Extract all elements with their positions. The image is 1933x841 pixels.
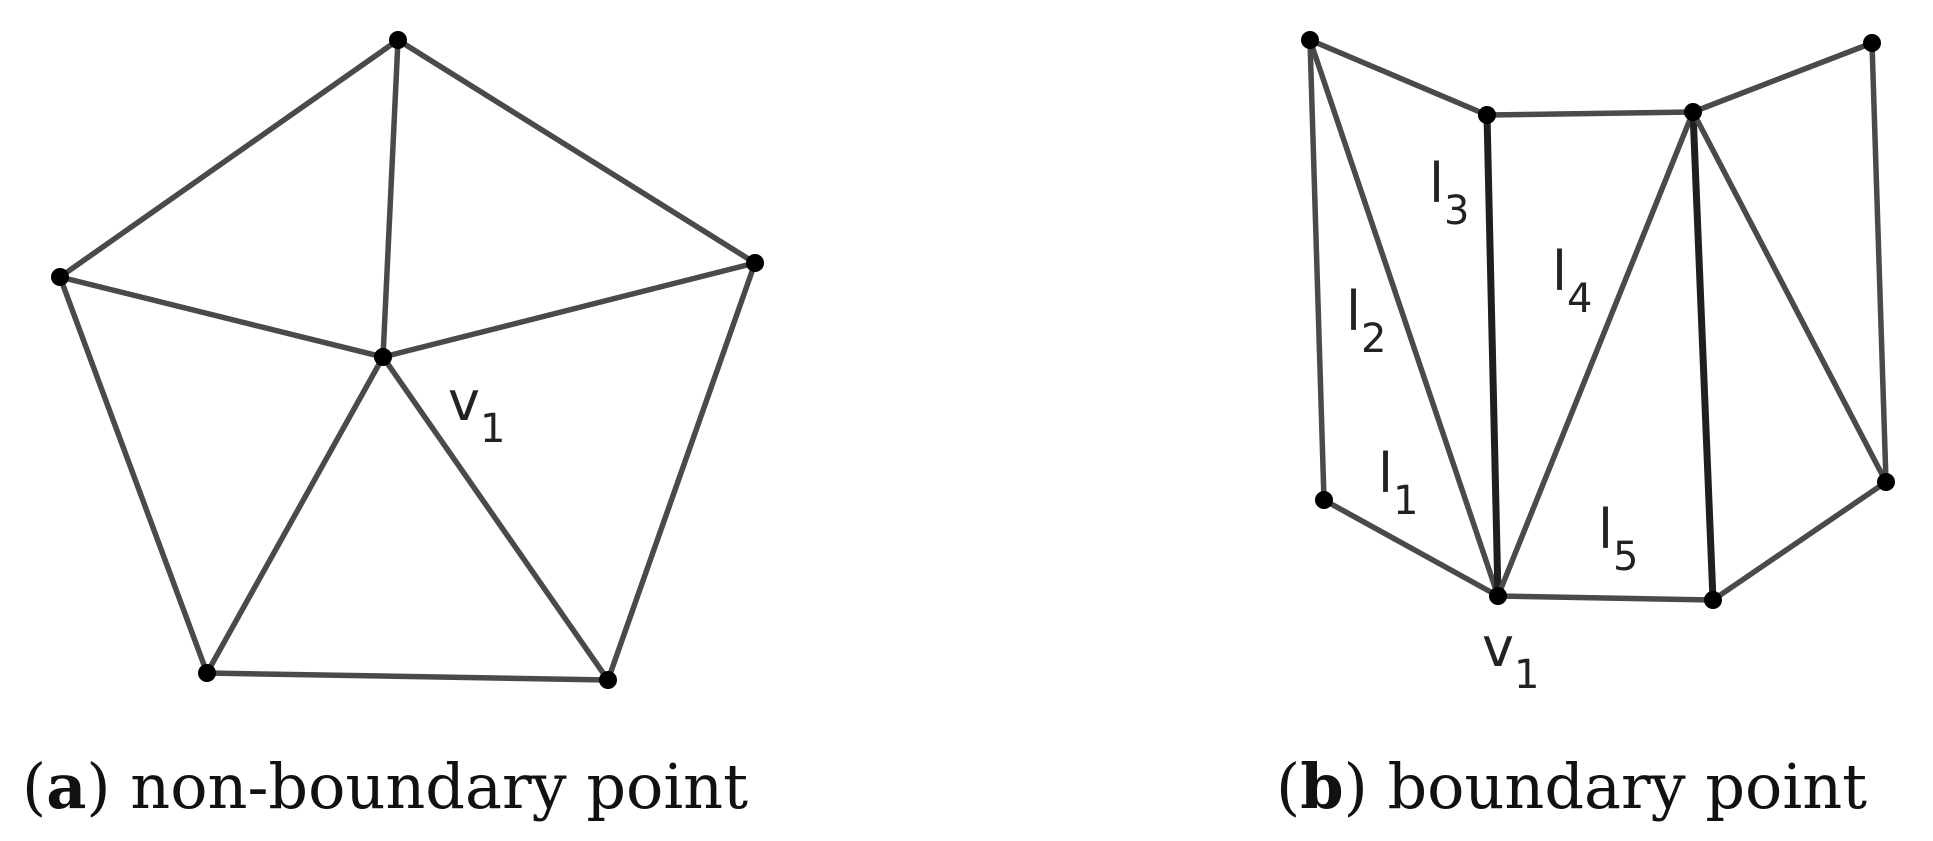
boundary-vertex <box>1489 587 1507 605</box>
vertex <box>1478 106 1496 124</box>
edge <box>1690 109 1889 485</box>
vertex <box>1704 591 1722 609</box>
edge <box>1307 37 1327 503</box>
edge <box>1484 109 1696 118</box>
edge <box>1321 497 1501 599</box>
edge <box>395 37 758 266</box>
vertex <box>389 31 407 49</box>
edge <box>1495 593 1716 603</box>
edge <box>204 354 386 676</box>
caption-b: (b) boundary point <box>1276 750 1867 823</box>
vertex <box>1315 491 1333 509</box>
edge-label-l5: l5 <box>1598 498 1638 580</box>
vertex-label-v1: v1 <box>448 370 505 452</box>
edge <box>1710 479 1889 603</box>
edge <box>57 37 401 280</box>
edge thin <box>1869 40 1889 485</box>
edge-label-l3: l3 <box>1429 152 1469 234</box>
edge-l2 <box>1307 37 1501 599</box>
panel-b-vertices <box>1301 31 1895 609</box>
edge <box>605 260 758 683</box>
edge <box>380 354 611 683</box>
center-vertex <box>374 348 392 366</box>
edge-l3 <box>1483 111 1502 600</box>
caption-a: (a) non-boundary point <box>22 750 748 823</box>
edge-label-l4: l4 <box>1552 240 1592 322</box>
edge-label-l2: l2 <box>1346 280 1386 362</box>
vertex <box>1877 473 1895 491</box>
edge <box>1690 40 1875 115</box>
panel-a: v1 (a) non-boundary point <box>22 31 764 823</box>
edge <box>57 274 210 676</box>
vertex <box>1301 31 1319 49</box>
vertex <box>1863 34 1881 52</box>
panel-b-edges <box>1307 37 1889 604</box>
panel-a-vertices <box>51 31 764 689</box>
panel-b: l1 l2 l3 l4 l5 v1 (b) boundary point <box>1276 31 1895 823</box>
edge-label-l1: l1 <box>1378 442 1418 524</box>
vertex <box>1684 103 1702 121</box>
edge <box>204 670 611 683</box>
vertex <box>599 671 617 689</box>
vertex <box>198 664 216 682</box>
vertex <box>746 254 764 272</box>
edge <box>57 274 386 360</box>
edge <box>1689 108 1717 604</box>
panel-a-edges <box>57 37 758 683</box>
vertex-label-v1: v1 <box>1482 616 1539 698</box>
edge <box>380 260 758 360</box>
edge <box>380 37 401 360</box>
edge <box>1307 37 1490 118</box>
edge-l4 <box>1495 109 1696 599</box>
vertex <box>51 268 69 286</box>
